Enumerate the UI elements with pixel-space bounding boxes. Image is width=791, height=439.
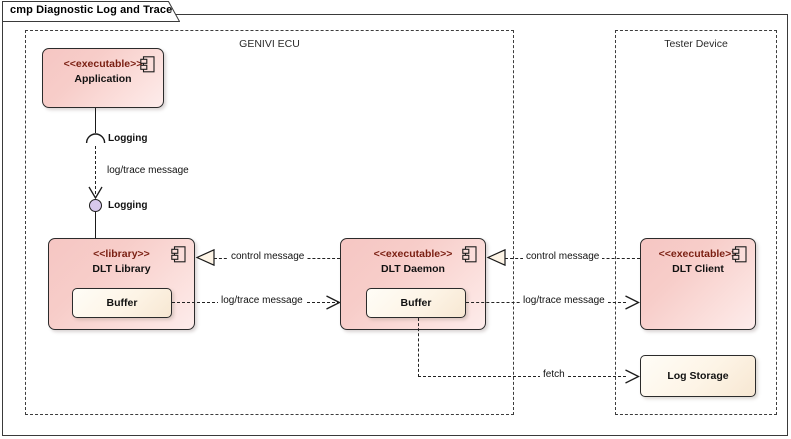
component-icon bbox=[462, 246, 477, 263]
part-buffer-library-label: Buffer bbox=[106, 297, 138, 309]
edge-client-to-daemon-label: control message bbox=[523, 251, 603, 263]
edge-app-to-lib-label: log/trace message bbox=[104, 165, 192, 177]
edge-app-to-lib-arrowhead bbox=[88, 186, 103, 200]
component-icon bbox=[732, 246, 747, 263]
component-dlt-client[interactable]: <<executable>> DLT Client bbox=[640, 238, 756, 330]
component-dlt-daemon[interactable]: <<executable>> DLT Daemon Buffer bbox=[340, 238, 486, 330]
title-tab-shape bbox=[2, 1, 180, 22]
component-icon bbox=[140, 56, 155, 73]
component-dlt-daemon-name: DLT Daemon bbox=[381, 263, 445, 275]
node-genivi-ecu-label: GENIVI ECU bbox=[239, 38, 300, 50]
component-dlt-client-stereotype: <<executable>> bbox=[658, 248, 738, 260]
required-interface-socket-icon bbox=[85, 133, 106, 144]
node-genivi-ecu[interactable]: GENIVI ECU bbox=[25, 30, 514, 415]
component-dlt-daemon-stereotype: <<executable>> bbox=[373, 248, 453, 260]
edge-fetch-hline bbox=[418, 376, 626, 377]
node-tester-device-label: Tester Device bbox=[664, 38, 728, 50]
component-dlt-library-name: DLT Library bbox=[92, 263, 151, 275]
edge-fetch-label: fetch bbox=[540, 369, 568, 381]
part-log-storage[interactable]: Log Storage bbox=[640, 355, 756, 397]
part-buffer-daemon-label: Buffer bbox=[400, 297, 432, 309]
component-dlt-library-stereotype: <<library>> bbox=[93, 248, 150, 260]
edge-daemon-to-client-arrowhead bbox=[625, 295, 640, 310]
component-dlt-library[interactable]: <<library>> DLT Library Buffer bbox=[48, 238, 195, 330]
node-tester-device[interactable]: Tester Device bbox=[615, 30, 777, 415]
required-interface-logging-label: Logging bbox=[108, 133, 148, 144]
edge-ball-stem bbox=[95, 212, 97, 239]
component-dlt-client-name: DLT Client bbox=[672, 263, 724, 275]
edge-fetch-arrowhead bbox=[625, 369, 640, 384]
edge-lib-to-daemon-arrowhead bbox=[326, 295, 341, 310]
edge-app-stem bbox=[95, 108, 97, 133]
component-application-name: Application bbox=[74, 73, 132, 85]
component-application[interactable]: <<executable>> Application bbox=[42, 48, 164, 108]
part-log-storage-label: Log Storage bbox=[667, 370, 729, 382]
component-icon bbox=[171, 246, 186, 263]
provided-interface-logging-label: Logging bbox=[108, 200, 148, 211]
edge-app-to-lib-line bbox=[95, 146, 96, 194]
edge-daemon-to-client-label: log/trace message bbox=[520, 295, 608, 307]
edge-lib-to-daemon-label: log/trace message bbox=[218, 295, 306, 307]
diagram-title: cmp Diagnostic Log and Trace bbox=[10, 4, 173, 16]
edge-client-to-daemon-arrowhead bbox=[486, 248, 506, 267]
part-buffer-daemon[interactable]: Buffer bbox=[366, 288, 466, 318]
edge-daemon-to-lib-label: control message bbox=[228, 251, 308, 263]
edge-fetch-vline bbox=[418, 318, 419, 377]
edge-daemon-to-lib-arrowhead bbox=[195, 248, 215, 267]
component-application-stereotype: <<executable>> bbox=[63, 58, 143, 70]
provided-interface-ball-icon bbox=[89, 199, 102, 212]
part-buffer-library[interactable]: Buffer bbox=[72, 288, 172, 318]
